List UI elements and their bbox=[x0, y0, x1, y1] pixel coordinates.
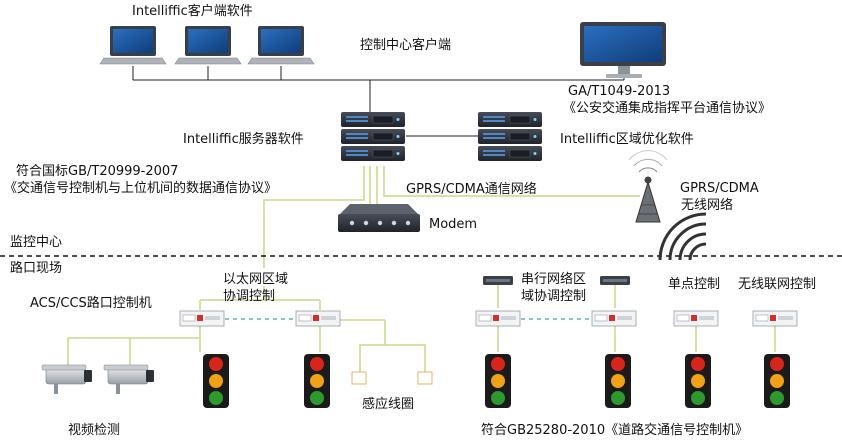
signal-controller-2 bbox=[295, 310, 341, 327]
monitor-icon bbox=[580, 22, 666, 78]
traffic-light-3 bbox=[485, 354, 511, 408]
acs-controller-label: ACS/CCS路口控制机 bbox=[30, 296, 152, 311]
traffic-light-6 bbox=[764, 354, 790, 408]
induction-loop-1 bbox=[351, 371, 367, 385]
ethernet-coordination-label-2: 协调控制 bbox=[223, 289, 276, 304]
video-detection-label: 视频检测 bbox=[68, 423, 121, 438]
video-camera-2 bbox=[103, 364, 155, 395]
main-server-icon bbox=[340, 111, 406, 162]
serial-switch-2 bbox=[600, 276, 630, 285]
signal-controller-3 bbox=[475, 310, 521, 327]
client-laptop-2 bbox=[174, 25, 242, 65]
traffic-light-4 bbox=[605, 354, 631, 408]
traffic-light-5 bbox=[685, 354, 711, 408]
video-camera-1 bbox=[41, 364, 93, 395]
modem-icon bbox=[338, 204, 420, 232]
client-software-label: Intelliffic客户端软件 bbox=[132, 4, 253, 19]
traffic-light-1 bbox=[203, 354, 229, 408]
signal-controller-5 bbox=[673, 310, 719, 327]
gprs-wireless-label-2: 无线网络 bbox=[681, 198, 734, 213]
gb-protocol-label: 《交通信号控制机与上位机间的数据通信协议》 bbox=[4, 181, 278, 196]
serial-coordination-label-2: 域协调控制 bbox=[521, 289, 587, 304]
signal-controller-1 bbox=[179, 310, 225, 327]
single-point-control-label: 单点控制 bbox=[668, 277, 721, 292]
ga-protocol-label: 《公安交通集成指挥平台通信协议》 bbox=[563, 101, 772, 116]
control-center-client-label: 控制中心客户端 bbox=[360, 38, 452, 53]
wireless-control-label: 无线联网控制 bbox=[738, 277, 817, 292]
signal-controller-4 bbox=[591, 310, 637, 327]
traffic-light-2 bbox=[304, 354, 330, 408]
server-software-label: Intelliffic服务器软件 bbox=[183, 132, 304, 147]
ga-standard-label: GA/T1049-2013 bbox=[568, 84, 671, 99]
wireless-waves-icon bbox=[658, 212, 707, 261]
optimization-server-icon bbox=[477, 111, 543, 162]
modem-label: Modem bbox=[429, 217, 478, 232]
antenna-tower-icon bbox=[628, 150, 668, 223]
induction-loop-2 bbox=[417, 371, 433, 385]
link-lines bbox=[67, 166, 776, 372]
gb-standard-label: 符合国标GB/T20999-2007 bbox=[16, 164, 179, 179]
serial-coordination-label-1: 串行网络区 bbox=[521, 272, 587, 287]
monitor-center-label: 监控中心 bbox=[10, 235, 63, 250]
gprs-wireless-label-1: GPRS/CDMA bbox=[680, 181, 759, 196]
gprs-network-label: GPRS/CDMA通信网络 bbox=[406, 182, 537, 197]
signal-controller-6 bbox=[752, 310, 798, 327]
client-bus-lines bbox=[132, 66, 625, 137]
area-optimization-software-label: Intelliffic区域优化软件 bbox=[560, 132, 694, 147]
induction-loop-label: 感应线圈 bbox=[362, 397, 415, 412]
client-laptop-1 bbox=[99, 25, 167, 65]
serial-switch-1 bbox=[483, 276, 513, 285]
gb25280-label: 符合GB25280-2010《道路交通信号控制机》 bbox=[481, 423, 749, 438]
ethernet-coordination-label-1: 以太网区域 bbox=[223, 272, 289, 287]
road-site-label: 路口现场 bbox=[10, 261, 63, 276]
client-laptop-3 bbox=[247, 25, 315, 65]
